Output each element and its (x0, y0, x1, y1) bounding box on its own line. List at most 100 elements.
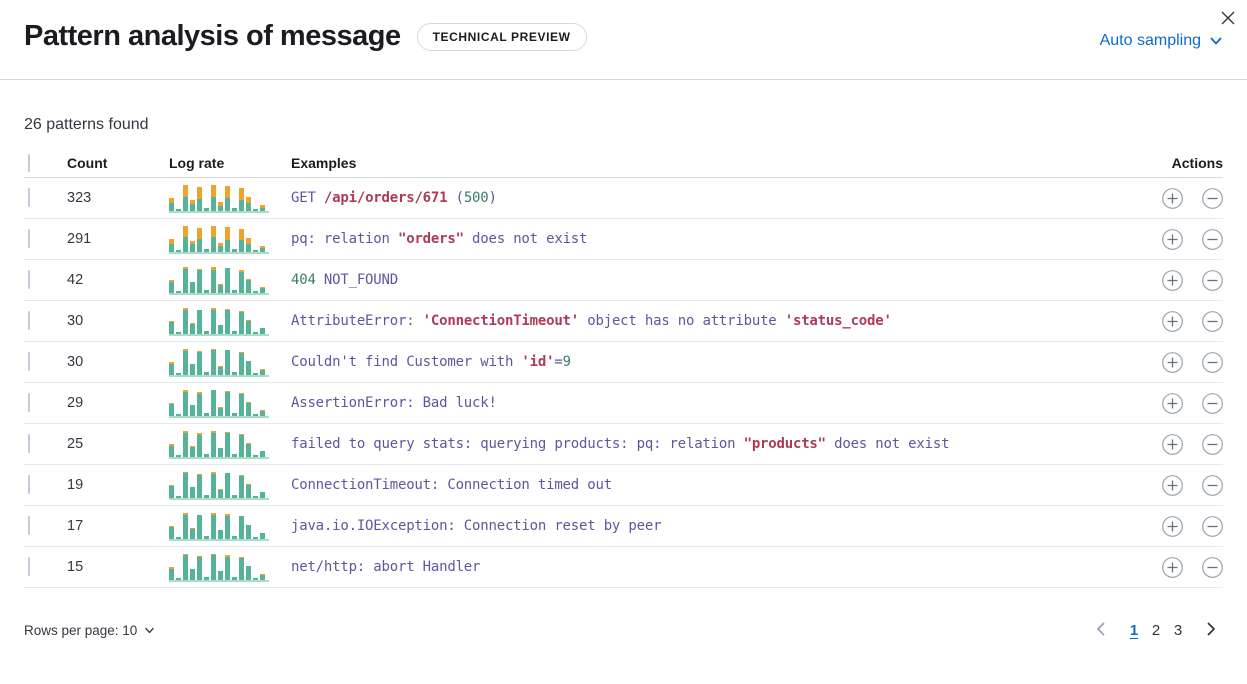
count-cell: 25 (67, 436, 84, 452)
table-row: 17 java.io.IOException: Connection reset… (24, 506, 1223, 547)
plus-in-circle-icon (1162, 269, 1183, 291)
page-title: Pattern analysis of message (24, 20, 401, 52)
patterns-found-summary: 26 patterns found (24, 116, 149, 133)
log-rate-chart (169, 388, 269, 418)
count-cell: 29 (67, 395, 84, 411)
row-checkbox[interactable] (28, 270, 30, 289)
table-row: 25 failed to query stats: querying produ… (24, 424, 1223, 465)
row-checkbox[interactable] (28, 557, 30, 576)
chevron-down-icon (145, 627, 155, 633)
filter-in-pattern-button[interactable] (1162, 310, 1183, 332)
count-cell: 19 (67, 477, 84, 493)
filter-in-pattern-button[interactable] (1162, 474, 1183, 496)
row-checkbox[interactable] (28, 188, 30, 207)
plus-in-circle-icon (1162, 187, 1183, 209)
minus-in-circle-icon (1202, 515, 1223, 537)
sampling-label: Auto sampling (1099, 31, 1201, 49)
filter-out-pattern-button[interactable] (1202, 433, 1223, 455)
close-icon (1221, 11, 1235, 25)
log-rate-chart (169, 470, 269, 500)
column-header-examples: Examples (291, 154, 357, 171)
filter-out-pattern-button[interactable] (1202, 310, 1223, 332)
row-checkbox[interactable] (28, 516, 30, 535)
log-rate-chart (169, 347, 269, 377)
table-row: 29 AssertionError: Bad luck! (24, 383, 1223, 424)
flyout-body: 26 patterns found Count Log rate Example… (0, 116, 1247, 588)
filter-in-pattern-button[interactable] (1162, 392, 1183, 414)
filter-in-pattern-button[interactable] (1162, 187, 1183, 209)
log-rate-chart (169, 552, 269, 582)
page-button-2[interactable]: 2 (1145, 618, 1167, 642)
table-row: 19 ConnectionTimeout: Connection timed o… (24, 465, 1223, 506)
example-cell: java.io.IOException: Connection reset by… (291, 518, 662, 534)
example-cell: 404 NOT_FOUND (291, 272, 398, 288)
table-row: 30 Couldn't find Customer with 'id'=9 (24, 342, 1223, 383)
flyout-header: Pattern analysis of message TECHNICAL PR… (0, 0, 1247, 80)
select-all-checkbox[interactable] (28, 153, 30, 172)
minus-in-circle-icon (1202, 556, 1223, 578)
minus-in-circle-icon (1202, 474, 1223, 496)
log-rate-chart (169, 306, 269, 336)
plus-in-circle-icon (1162, 310, 1183, 332)
row-checkbox[interactable] (28, 229, 30, 248)
minus-in-circle-icon (1202, 433, 1223, 455)
count-cell: 15 (67, 559, 84, 575)
row-checkbox[interactable] (28, 393, 30, 412)
minus-in-circle-icon (1202, 228, 1223, 250)
log-rate-chart (169, 511, 269, 541)
count-cell: 17 (67, 518, 84, 534)
example-cell: AssertionError: Bad luck! (291, 395, 497, 411)
minus-in-circle-icon (1202, 392, 1223, 414)
rows-per-page-button[interactable]: Rows per page: 10 (24, 623, 155, 638)
page-button-3[interactable]: 3 (1167, 618, 1189, 642)
filter-in-pattern-button[interactable] (1162, 433, 1183, 455)
filter-out-pattern-button[interactable] (1202, 392, 1223, 414)
example-cell: Couldn't find Customer with 'id'=9 (291, 354, 571, 370)
row-checkbox[interactable] (28, 352, 30, 371)
sampling-dropdown[interactable]: Auto sampling (1100, 32, 1223, 50)
column-header-log-rate: Log rate (169, 154, 225, 171)
minus-in-circle-icon (1202, 269, 1223, 291)
row-checkbox[interactable] (28, 311, 30, 330)
example-cell: GET /api/orders/671 (500) (291, 190, 497, 206)
close-button[interactable] (1215, 5, 1241, 31)
row-checkbox[interactable] (28, 475, 30, 494)
filter-in-pattern-button[interactable] (1162, 269, 1183, 291)
chevron-down-icon (1210, 37, 1222, 44)
page-button-1[interactable]: 1 (1123, 618, 1145, 642)
filter-out-pattern-button[interactable] (1202, 474, 1223, 496)
count-cell: 30 (67, 313, 84, 329)
table-row: 42 404 NOT_FOUND (24, 260, 1223, 301)
table-row: 291 pq: relation "orders" does not exist (24, 219, 1223, 260)
count-cell: 42 (67, 272, 84, 288)
example-cell: ConnectionTimeout: Connection timed out (291, 477, 612, 493)
table-body: 323 GET /api/orders/671 (500) 291 pq: re… (24, 178, 1223, 588)
minus-in-circle-icon (1202, 310, 1223, 332)
row-checkbox[interactable] (28, 434, 30, 453)
plus-in-circle-icon (1162, 228, 1183, 250)
previous-page-button[interactable] (1089, 618, 1113, 642)
filter-out-pattern-button[interactable] (1202, 515, 1223, 537)
plus-in-circle-icon (1162, 392, 1183, 414)
count-cell: 30 (67, 354, 84, 370)
table-header-row: Count Log rate Examples Actions (24, 148, 1223, 178)
filter-out-pattern-button[interactable] (1202, 556, 1223, 578)
next-page-button[interactable] (1199, 618, 1223, 642)
column-header-count: Count (67, 154, 108, 171)
filter-out-pattern-button[interactable] (1202, 351, 1223, 373)
filter-in-pattern-button[interactable] (1162, 556, 1183, 578)
filter-in-pattern-button[interactable] (1162, 351, 1183, 373)
technical-preview-badge: TECHNICAL PREVIEW (416, 22, 587, 51)
filter-out-pattern-button[interactable] (1202, 269, 1223, 291)
filter-in-pattern-button[interactable] (1162, 515, 1183, 537)
filter-out-pattern-button[interactable] (1202, 228, 1223, 250)
filter-out-pattern-button[interactable] (1202, 187, 1223, 209)
filter-in-pattern-button[interactable] (1162, 228, 1183, 250)
pattern-table: Count Log rate Examples Actions 323 GET … (24, 148, 1223, 588)
example-cell: pq: relation "orders" does not exist (291, 231, 588, 247)
plus-in-circle-icon (1162, 474, 1183, 496)
plus-in-circle-icon (1162, 351, 1183, 373)
